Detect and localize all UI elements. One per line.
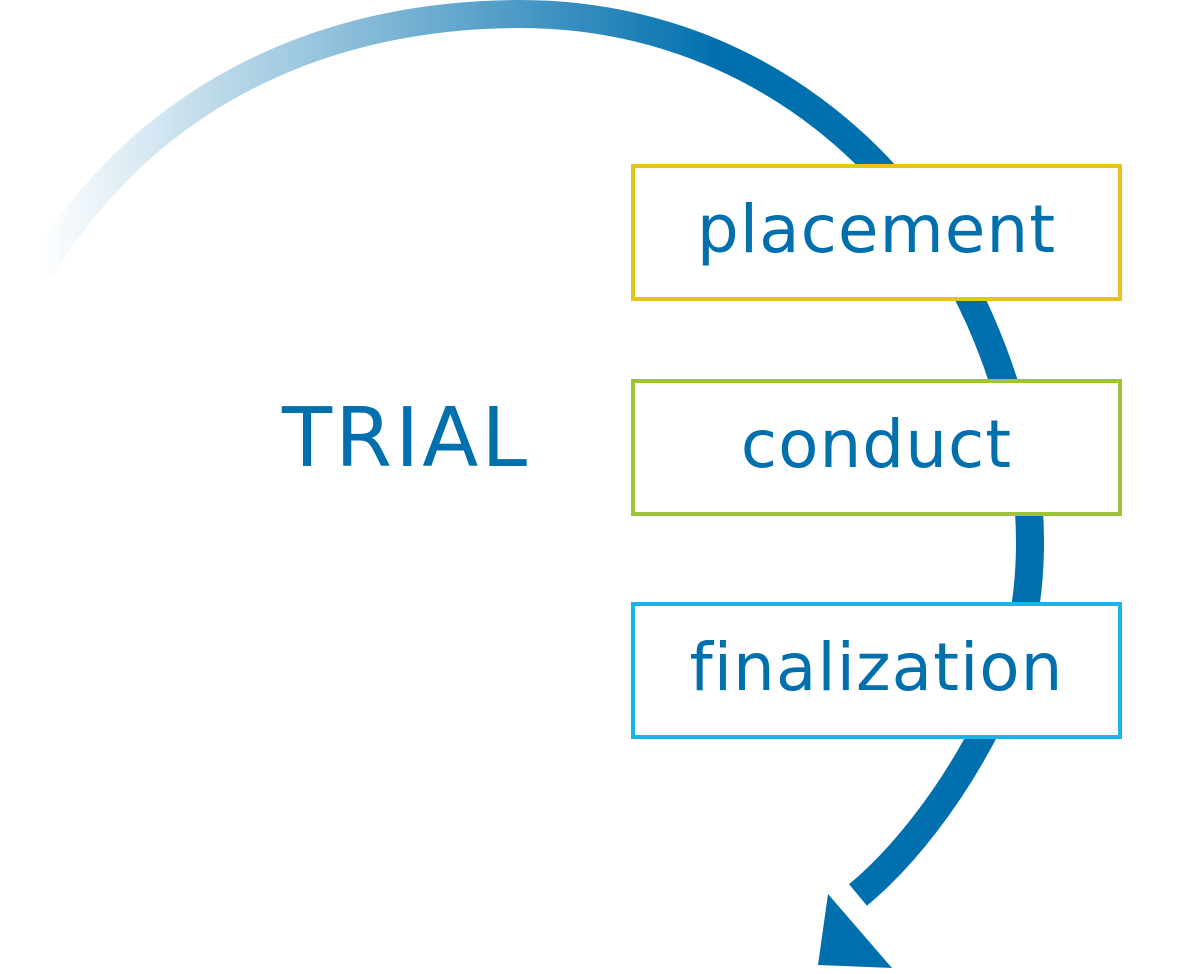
stage-box-placement: placement bbox=[631, 164, 1122, 301]
stage-label: finalization bbox=[689, 628, 1064, 706]
stage-box-conduct: conduct bbox=[631, 379, 1122, 516]
arrowhead-icon bbox=[818, 894, 892, 968]
stage-box-finalization: finalization bbox=[631, 602, 1122, 739]
stage-label: placement bbox=[696, 190, 1057, 268]
diagram-title: TRIAL bbox=[282, 391, 531, 486]
stage-label: conduct bbox=[740, 405, 1013, 483]
